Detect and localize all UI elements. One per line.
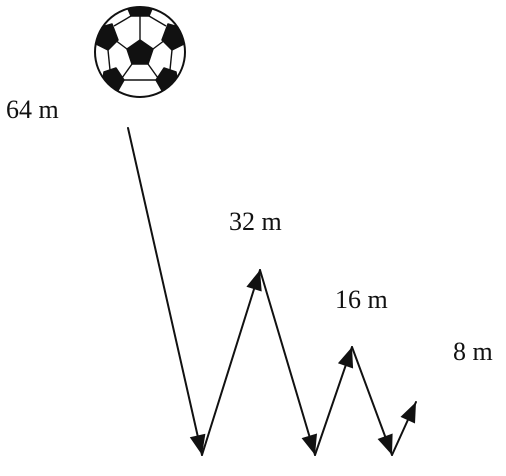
path-segment-fall-32m [259,269,316,456]
arrowhead-rise-16m [337,347,354,369]
arrowhead-fall-16m [377,433,393,455]
arrowhead-fall-64m [189,433,206,455]
bounce-2-height-label: 16 m [335,285,388,314]
bounce-1-height-label: 32 m [229,207,282,236]
bounce-path [127,127,417,456]
arrowhead-fall-32m [301,433,317,455]
arrowhead-rise-8m [400,402,416,424]
path-segment-rise-32m [201,269,261,456]
arrowhead-rise-32m [246,270,262,292]
bounce-3-height-label: 8 m [453,337,493,366]
drop-height-label: 64 m [6,95,59,124]
arrowheads [189,270,416,455]
path-segment-fall-64m [127,127,203,456]
soccer-ball-icon [94,6,186,98]
